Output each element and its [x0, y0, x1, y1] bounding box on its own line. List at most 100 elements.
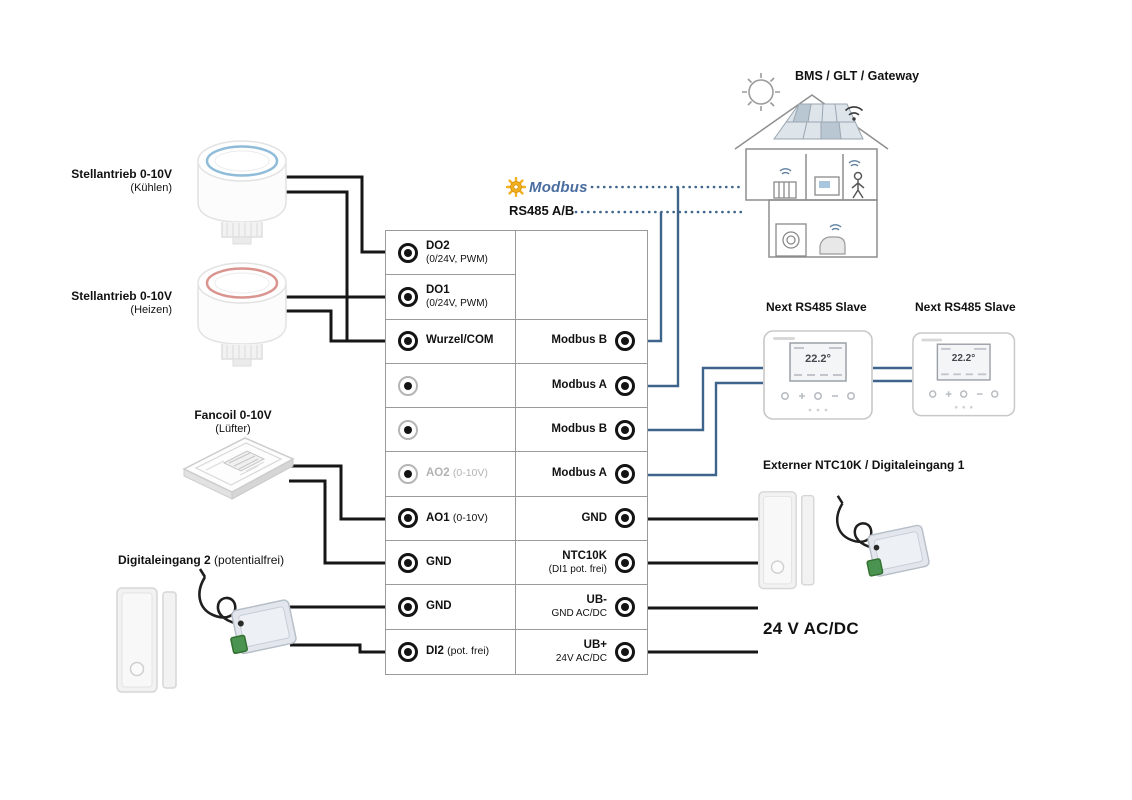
ao1-label: AO1: [426, 511, 450, 524]
slave-1-display: 22.2°: [805, 353, 831, 365]
person-icon: [851, 171, 865, 199]
terminal-block: DO2(0/24V, PWM) DO1(0/24V, PWM) Wurzel/C…: [385, 230, 648, 675]
gnd2-label: GND: [426, 600, 452, 613]
ntc10k-terminal-point: [615, 552, 635, 573]
wurzel-terminal-point: [398, 331, 418, 352]
modbus-logo-text: Modbus: [529, 178, 588, 196]
terminal-row: AO1 (0-10V) GND: [386, 496, 647, 542]
terminal-modbus-b-1: Modbus B: [516, 320, 647, 364]
terminal-row: GND NTC10K(DI1 pot. frei): [386, 541, 647, 586]
label-actuator-cooling: Stellantrieb 0-10V (Kühlen): [71, 167, 172, 194]
label-fancoil: Fancoil 0-10V (Lüfter): [194, 408, 272, 435]
terminal-row: AO2 (0-10V) Modbus A: [386, 452, 647, 497]
label-rs485-slave-2: Next RS485 Slave: [915, 300, 1016, 314]
roof-wifi-icon: [844, 106, 864, 121]
ntc10k-label: NTC10K: [562, 549, 607, 562]
gnd-right-terminal-point: [615, 508, 635, 529]
di2-terminal-point: [398, 641, 418, 662]
do2-label: DO2: [426, 239, 450, 252]
terminal-gnd-right: GND: [516, 497, 647, 542]
slave-2-display: 22.2°: [951, 353, 976, 364]
ntc-sensor-left: [198, 567, 299, 657]
terminal-do1: DO1(0/24V, PWM): [386, 275, 516, 320]
actuator-heating-device: [196, 261, 288, 368]
di2-label: DI2: [426, 644, 444, 657]
ao2-terminal-point: [398, 464, 418, 485]
terminal-di2: DI2 (pot. frei): [386, 629, 516, 674]
gnd1-terminal-point: [398, 552, 418, 573]
ntc-sensor-right: [835, 494, 932, 580]
rs485-slave-2-device: [912, 332, 1016, 417]
terminal-ao1: AO1 (0-10V): [386, 496, 516, 542]
modbus-b2-terminal-point: [615, 419, 635, 440]
terminal-ao2: AO2 (0-10V): [386, 452, 516, 497]
terminal-wurzel-com: Wurzel/COM: [386, 319, 516, 364]
wires-modbus: [634, 187, 912, 477]
terminal-ntc10k: NTC10K(DI1 pot. frei): [516, 541, 647, 586]
solar-panels-icon: [773, 103, 864, 140]
terminal-modbus-a-1: Modbus A: [516, 364, 647, 409]
ao2-label: AO2: [426, 467, 450, 480]
label-rs485-slave-1: Next RS485 Slave: [766, 300, 867, 314]
modbus-a2-label: Modbus A: [551, 467, 607, 480]
radiator-icon: [773, 181, 797, 199]
building-illustration: [734, 94, 889, 258]
modbus-b-terminal-point: [615, 331, 635, 352]
do1-terminal-point: [398, 286, 418, 307]
modbus-b-label: Modbus B: [551, 334, 607, 347]
terminal-row: Wurzel/COM Modbus B: [386, 319, 647, 364]
rs485-slave-1-device: [763, 330, 873, 420]
terminal-gnd-2: GND: [386, 585, 516, 630]
door-contact-left: [116, 587, 177, 693]
gnd2-terminal-point: [398, 597, 418, 618]
terminal-row: Modbus A: [386, 363, 647, 409]
empty-cell: [516, 231, 647, 275]
do1-label: DO1: [426, 284, 450, 297]
label-external-ntc: Externer NTC10K / Digitaleingang 1: [763, 458, 965, 472]
appliance-icon: [775, 223, 807, 257]
ao1-terminal-point: [398, 508, 418, 529]
terminal-ub-plus: UB+24V AC/DC: [516, 630, 647, 674]
wifi-icons: [779, 160, 861, 231]
terminal-do2: DO2(0/24V, PWM): [386, 231, 516, 276]
modbus-a-label: Modbus A: [551, 378, 607, 391]
ub-plus-label: UB+: [583, 638, 607, 651]
wall-thermostat-icon: [814, 176, 840, 196]
do2-terminal-point: [398, 242, 418, 263]
door-contact-right: [758, 491, 815, 590]
ub-minus-label: UB-: [586, 594, 607, 607]
terminal-row: GND UB-GND AC/DC: [386, 585, 647, 630]
terminal-row: DO2(0/24V, PWM): [386, 231, 647, 276]
terminal-unused-2: [386, 408, 516, 453]
ub-minus-terminal-point: [615, 597, 635, 618]
terminal-ub-minus: UB-GND AC/DC: [516, 585, 647, 630]
fancoil-device: [182, 437, 295, 500]
wurzel-label: Wurzel/COM: [426, 334, 494, 347]
label-bms-gateway: BMS / GLT / Gateway: [795, 69, 920, 83]
terminal-unused-1: [386, 363, 516, 409]
actuator-cooling-device: [196, 139, 288, 246]
unused-terminal-point: [398, 375, 418, 396]
terminal-modbus-b-2: Modbus B: [516, 408, 647, 453]
ub-plus-terminal-point: [615, 641, 635, 662]
terminal-gnd-1: GND: [386, 541, 516, 586]
terminal-row: DO1(0/24V, PWM): [386, 275, 647, 320]
unused-terminal-point: [398, 419, 418, 440]
empty-cell: [516, 275, 647, 320]
furniture-icon: [819, 236, 846, 255]
modbus-logo: Modbus: [506, 177, 588, 197]
modbus-a2-terminal-point: [615, 464, 635, 485]
label-actuator-heating: Stellantrieb 0-10V (Heizen): [71, 289, 172, 316]
gnd1-label: GND: [426, 555, 452, 568]
label-power-supply: 24 V AC/DC: [763, 619, 859, 638]
terminal-row: DI2 (pot. frei) UB+24V AC/DC: [386, 629, 647, 674]
modbus-b2-label: Modbus B: [551, 422, 607, 435]
label-digital-input-2: Digitaleingang 2 (potentialfrei): [118, 553, 285, 567]
modbus-a-terminal-point: [615, 375, 635, 396]
terminal-row: Modbus B: [386, 408, 647, 453]
gnd-right-label: GND: [581, 511, 607, 524]
label-rs485: RS485 A/B: [509, 203, 575, 218]
wires-black: [283, 175, 758, 654]
